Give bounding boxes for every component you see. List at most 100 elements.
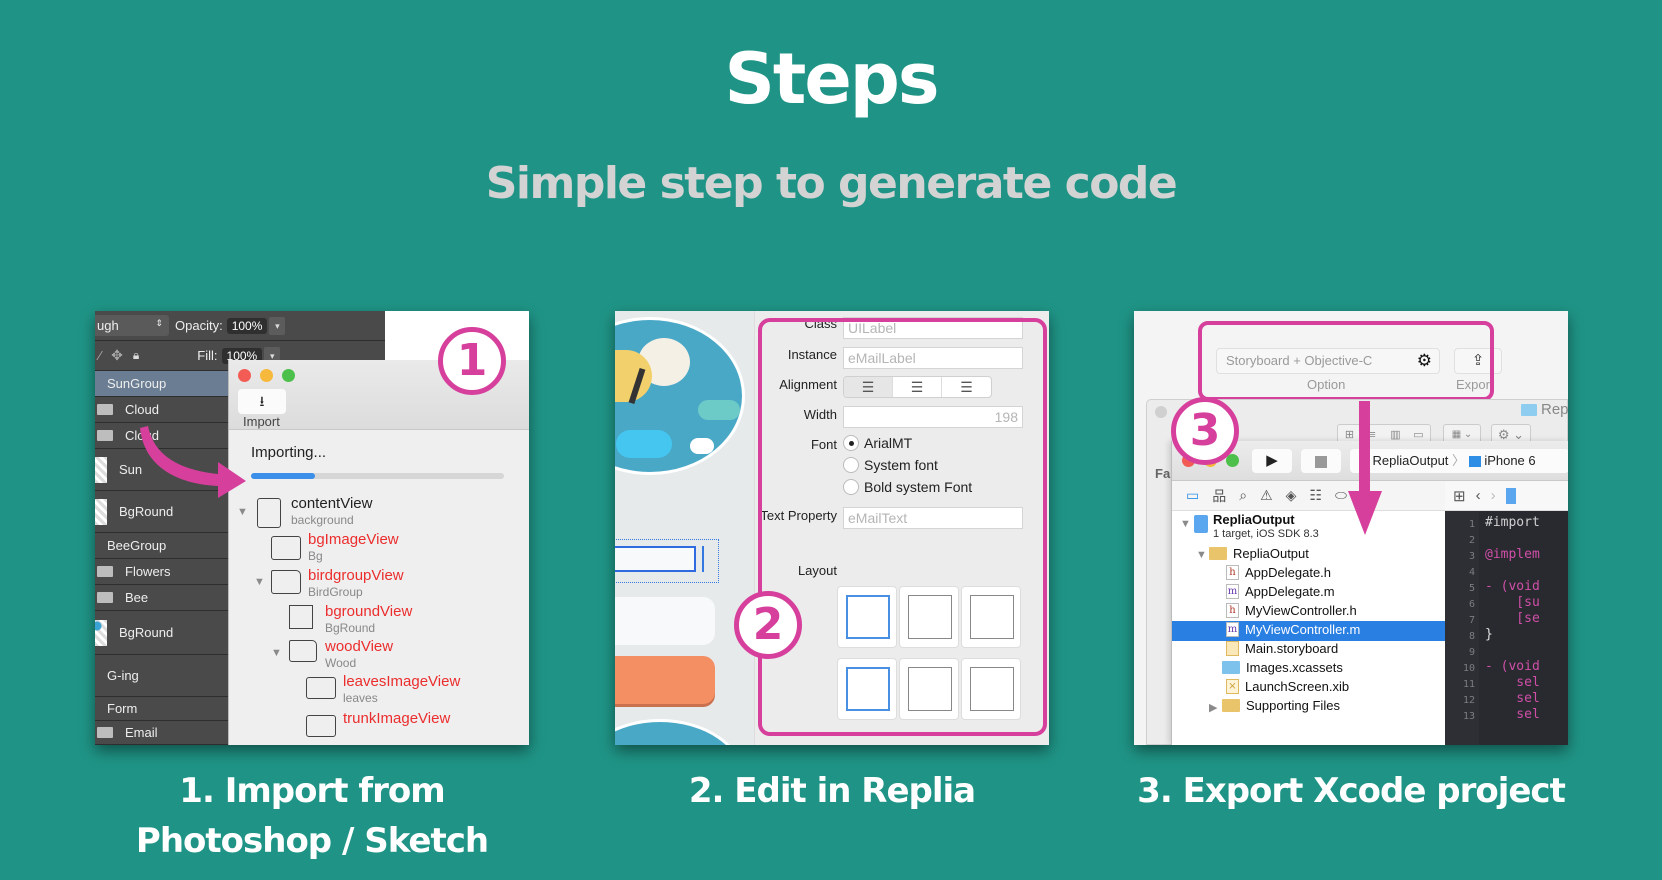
- code-editor[interactable]: 1 2 3 4 5 6 7 8 9 10 11 12 13 #import @i…: [1445, 511, 1568, 745]
- radio-selected-icon: [843, 435, 859, 451]
- folder-view-icon: [289, 640, 317, 662]
- file-row[interactable]: Images.xcassets: [1222, 660, 1343, 675]
- impl-file-icon: m: [1226, 584, 1239, 599]
- fill-field[interactable]: 100%: [221, 347, 263, 364]
- disclosure-triangle-icon[interactable]: ▼: [1196, 549, 1207, 561]
- selected-file-highlight: [1172, 621, 1445, 641]
- instance-field[interactable]: eMailLabel: [843, 347, 1023, 369]
- header-file-icon: h: [1226, 565, 1239, 580]
- scheme-selector[interactable]: ✎ RepliaOutput 〉 iPhone 6: [1350, 449, 1568, 473]
- zoom-window-button[interactable]: [282, 369, 295, 382]
- breadcrumb-separator-icon: 〉: [1452, 453, 1466, 468]
- text-cursor-icon: [702, 546, 704, 572]
- width-field[interactable]: 198: [843, 406, 1023, 428]
- project-icon: [1194, 515, 1208, 533]
- opacity-field[interactable]: 100%: [226, 317, 268, 334]
- export-highlight-frame: [1198, 321, 1494, 401]
- layout-h-center-button[interactable]: [837, 586, 897, 648]
- layout-h-right-button[interactable]: [961, 586, 1021, 648]
- layout-v-center-button[interactable]: [837, 658, 897, 720]
- code-line: #import: [1485, 515, 1540, 530]
- folder-view-icon: [271, 570, 301, 594]
- debug-navigator-icon[interactable]: ☷: [1309, 487, 1322, 503]
- layout-v-bottom-button[interactable]: [961, 658, 1021, 720]
- disclosure-triangle-icon[interactable]: ▼: [1180, 518, 1191, 530]
- related-items-icon[interactable]: ⊞: [1453, 487, 1466, 505]
- back-icon[interactable]: ‹: [1475, 487, 1481, 504]
- tree-node[interactable]: trunkImageView: [343, 710, 451, 727]
- email-textfield[interactable]: [615, 546, 696, 572]
- folder-icon: [1209, 547, 1227, 560]
- group-row[interactable]: Supporting Files: [1222, 698, 1340, 713]
- opacity-dropdown-icon[interactable]: ▾: [269, 316, 286, 335]
- list-view-icon[interactable]: ≡: [1369, 429, 1376, 441]
- class-field[interactable]: UILabel: [843, 317, 1023, 339]
- gear-icon[interactable]: ⚙: [1416, 351, 1432, 370]
- font-radio-arialmt[interactable]: ArialMT: [843, 435, 912, 451]
- selected-textfield-bounds[interactable]: [615, 539, 719, 583]
- import-button[interactable]: ⭳: [238, 389, 286, 414]
- text-property-field[interactable]: eMailText: [843, 507, 1023, 529]
- play-icon: ▶: [1266, 452, 1278, 469]
- folder-icon: [1222, 699, 1240, 712]
- disclosure-triangle-icon[interactable]: ▼: [254, 576, 265, 588]
- coverflow-view-icon[interactable]: ▭: [1413, 429, 1424, 441]
- test-navigator-icon[interactable]: ◈: [1285, 487, 1297, 503]
- disclosure-triangle-icon[interactable]: ▶: [1209, 702, 1218, 714]
- finder-close-button[interactable]: [1155, 406, 1167, 418]
- layout-v-stretch-button[interactable]: [899, 658, 959, 720]
- warning-icon[interactable]: ⚠: [1260, 487, 1273, 503]
- layers-options-row: ugh⇕ Opacity: 100% ▾: [95, 311, 385, 341]
- run-button[interactable]: ▶: [1252, 449, 1292, 473]
- zoom-window-button[interactable]: [1226, 454, 1239, 467]
- file-row[interactable]: Main.storyboard: [1226, 641, 1338, 656]
- image-view-icon: [271, 536, 301, 560]
- align-right-button[interactable]: ☰: [960, 379, 973, 395]
- group-row[interactable]: RepliaOutput: [1209, 546, 1309, 561]
- layout-h-stretch-button[interactable]: [899, 586, 959, 648]
- export-option-select[interactable]: Storyboard + Objective-C ⚙: [1216, 348, 1440, 374]
- lock-icon[interactable]: 🔒︎: [132, 348, 140, 362]
- step-3-caption: 3. Export Xcode project: [1137, 771, 1566, 811]
- layout-v-center-icon: [846, 667, 890, 711]
- export-button[interactable]: ⇪: [1454, 348, 1502, 374]
- column-view-icon[interactable]: ▥: [1390, 429, 1401, 441]
- forward-icon[interactable]: ›: [1490, 487, 1496, 504]
- bee-illustration: [615, 317, 745, 475]
- minimize-window-button[interactable]: [260, 369, 273, 382]
- breakpoint-navigator-icon[interactable]: ⬭: [1334, 487, 1347, 503]
- font-radio-bold-system[interactable]: Bold system Font: [843, 479, 972, 495]
- close-window-button[interactable]: [238, 369, 251, 382]
- project-navigator-icon[interactable]: ▭: [1186, 487, 1200, 503]
- align-left-button[interactable]: ☰: [844, 377, 893, 397]
- search-icon[interactable]: ⌕: [1239, 487, 1248, 503]
- brush-icon[interactable]: ⁄: [99, 348, 102, 363]
- disclosure-triangle-icon[interactable]: ▼: [237, 506, 248, 518]
- folder-icon: [97, 727, 113, 738]
- share-icon: ⇪: [1471, 352, 1485, 369]
- import-status: Importing...: [251, 444, 327, 461]
- move-icon[interactable]: ✥: [111, 347, 123, 363]
- layout-v-stretch-icon: [908, 667, 952, 711]
- blend-mode-select[interactable]: ugh⇕: [95, 315, 169, 336]
- stop-button[interactable]: [1301, 449, 1341, 473]
- font-radio-system[interactable]: System font: [843, 457, 938, 473]
- action-gear-button[interactable]: ⚙ ⌄: [1491, 424, 1531, 446]
- icon-view-icon[interactable]: ⊞: [1344, 429, 1355, 441]
- disclosure-triangle-icon[interactable]: ▼: [271, 647, 282, 659]
- align-center-button[interactable]: ☰: [893, 377, 942, 397]
- symbol-navigator-icon[interactable]: 品: [1212, 487, 1227, 504]
- code-line: [su: [1485, 595, 1540, 610]
- file-row[interactable]: ×LaunchScreen.xib: [1226, 679, 1349, 694]
- project-name[interactable]: RepliaOutput: [1213, 512, 1295, 527]
